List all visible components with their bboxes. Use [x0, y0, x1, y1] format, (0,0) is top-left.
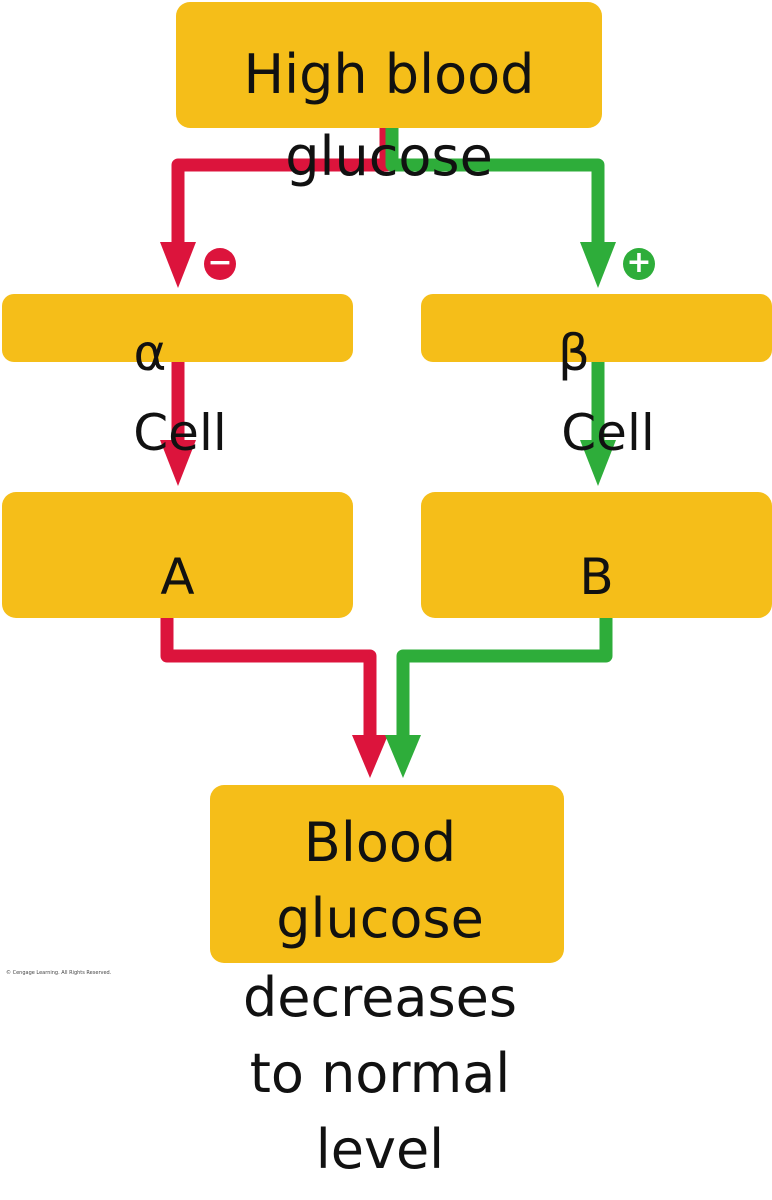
stimulate-arrowhead-beta — [580, 242, 616, 288]
stimulate-sign: + — [623, 248, 655, 280]
beta-cell-word: Cell — [561, 404, 655, 462]
hormone-b-box — [421, 492, 772, 618]
a-to-outcome-arrow — [160, 618, 377, 745]
a-to-outcome-arrowhead — [352, 735, 388, 778]
outcome-line4: to normal — [249, 1042, 511, 1105]
alpha-to-a-arrowhead — [160, 440, 196, 486]
outcome-line2: glucose — [276, 887, 484, 950]
alpha-cell-box — [2, 294, 353, 362]
outcome-line5: level — [315, 1118, 445, 1181]
alpha-cell-symbol: α — [133, 324, 167, 382]
hormone-a-label: A — [160, 548, 195, 606]
hormone-a-box — [2, 492, 353, 618]
outcome-box — [210, 785, 564, 963]
outcome-line3: decreases — [242, 966, 517, 1029]
inhibit-sign: − — [204, 248, 236, 280]
stimulate-arrow-to-beta — [385, 128, 605, 270]
b-to-outcome-arrowhead — [385, 735, 421, 778]
top-node-line2: glucose — [285, 125, 493, 188]
top-node-box — [176, 2, 602, 128]
top-node-line1: High blood — [243, 43, 535, 106]
alpha-cell-word: Cell — [133, 404, 227, 462]
beta-to-b-arrowhead — [580, 440, 616, 486]
b-to-outcome-arrow — [396, 618, 613, 745]
beta-cell-symbol: β — [558, 324, 590, 382]
inhibit-arrowhead-alpha — [160, 242, 196, 288]
hormone-b-label: B — [579, 548, 614, 606]
beta-cell-box — [421, 294, 772, 362]
outcome-line1: Blood — [303, 811, 457, 874]
copyright-note: © Cengage Learning. All Rights Reserved. — [6, 970, 112, 976]
